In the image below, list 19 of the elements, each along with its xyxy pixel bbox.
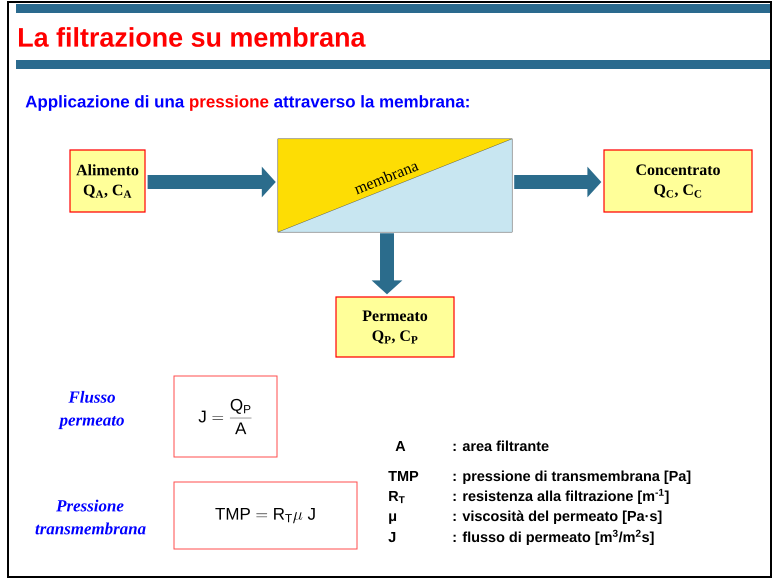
glossary-definition: : resistenza alla filtrazione [m$^{-1}$] bbox=[454, 488, 669, 504]
glossary-definition: : flusso di permeato [m$^{3}$/m$^{2}$s] bbox=[454, 530, 654, 545]
process-box: Alimento Q$_{A}$, C$_{A}$ bbox=[69, 149, 146, 213]
formula-box: $\mathrm{TMP} = \mathrm{R}_{\mathrm{T}}\mu\ \mathrm{J}$ bbox=[174, 482, 358, 550]
glossary-definition: : viscosità del permeato [Pa·s] bbox=[454, 510, 662, 524]
formula-caption: Pressione transmembrana bbox=[36, 500, 146, 534]
glossary-symbol: μ bbox=[389, 513, 396, 524]
glossary-symbol: R$_{T}$ bbox=[389, 491, 405, 504]
glossary-symbol: J bbox=[388, 532, 396, 542]
process-box: Concentrato Q$_{C}$, C$_{C}$ bbox=[603, 149, 753, 213]
process-box: Permeato Q$_{P}$, C$_{P}$ bbox=[335, 296, 455, 358]
glossary-definition: : pressione di transmembrana [Pa] bbox=[454, 470, 690, 484]
title: La filtrazione su membrana bbox=[19, 27, 366, 47]
formula-box: $\mathrm{J} = \frac{\mathrm{Q}_{\mathrm{P}}}{\mathrm{A}}$ bbox=[174, 376, 278, 458]
glossary-symbol: A bbox=[396, 441, 406, 451]
subtitle: Applicazione di una pressione attraverso la membrana: bbox=[26, 95, 469, 111]
formula-caption: Flusso permeato bbox=[58, 390, 124, 430]
glossary-definition: : area filtrante bbox=[454, 440, 549, 452]
glossary-symbol: TMP bbox=[388, 471, 418, 481]
